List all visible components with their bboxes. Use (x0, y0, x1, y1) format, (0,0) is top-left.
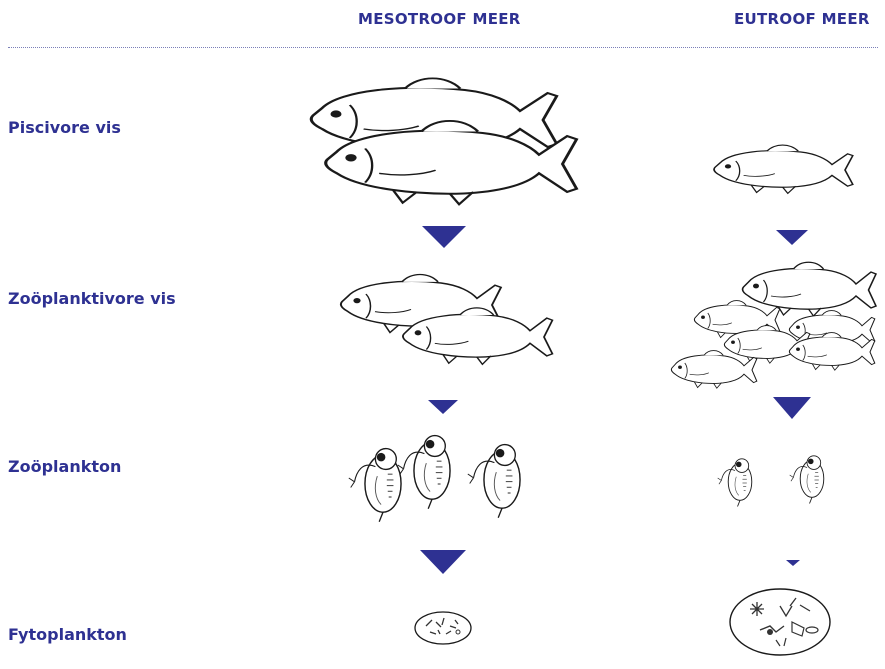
eu-arrow-2 (773, 397, 811, 419)
meso-zooplankton-3 (468, 445, 520, 518)
eu-planktivore-fish-1 (743, 262, 876, 316)
eu-zooplankton-2 (790, 456, 824, 504)
meso-arrow-2 (428, 400, 458, 414)
meso-zooplankton-2 (398, 436, 450, 509)
meso-arrow-3 (420, 550, 466, 574)
meso-zooplankton-1 (349, 449, 401, 522)
eu-arrow-3 (786, 560, 800, 566)
eu-arrow-1 (776, 230, 808, 245)
eu-zooplankton-1 (718, 459, 752, 507)
meso-arrow-1 (422, 226, 466, 248)
meso-phytoplankton (415, 612, 471, 644)
eu-piscivore-fish (714, 145, 853, 193)
eu-phytoplankton (730, 589, 830, 655)
